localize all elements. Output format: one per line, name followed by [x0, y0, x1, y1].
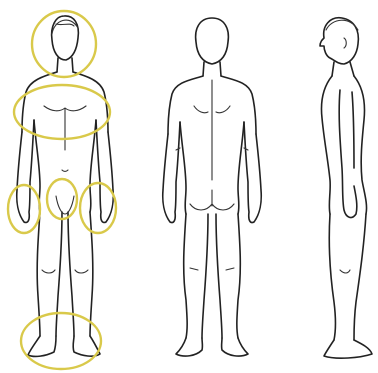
back-knee-creases: [190, 268, 234, 270]
side-legs: [329, 214, 366, 340]
front-knees: [42, 270, 88, 273]
head-highlight-ring: [32, 11, 96, 77]
front-feet: [28, 336, 100, 356]
back-spine-details: [176, 80, 248, 180]
right-hand-highlight-ring: [80, 183, 116, 233]
back-feet: [176, 338, 248, 356]
side-foot: [324, 340, 372, 358]
side-view-figure: [320, 18, 372, 358]
side-arm: [339, 90, 357, 217]
front-hair: [52, 20, 78, 34]
front-right-arm: [96, 120, 113, 223]
back-buttocks: [190, 190, 234, 210]
side-knee: [340, 270, 350, 273]
back-view-figure: [163, 18, 261, 356]
front-left-arm: [17, 120, 34, 223]
feet-highlight-ring: [21, 313, 101, 369]
front-groin-detail: [56, 196, 74, 214]
side-torso: [321, 76, 366, 214]
back-legs: [184, 214, 241, 338]
side-head-outline: [320, 18, 358, 64]
chest-highlight-ring: [14, 85, 110, 139]
left-hand-highlight-ring: [8, 185, 40, 233]
back-head-outline: [196, 18, 229, 64]
side-hair-ear: [326, 20, 358, 48]
